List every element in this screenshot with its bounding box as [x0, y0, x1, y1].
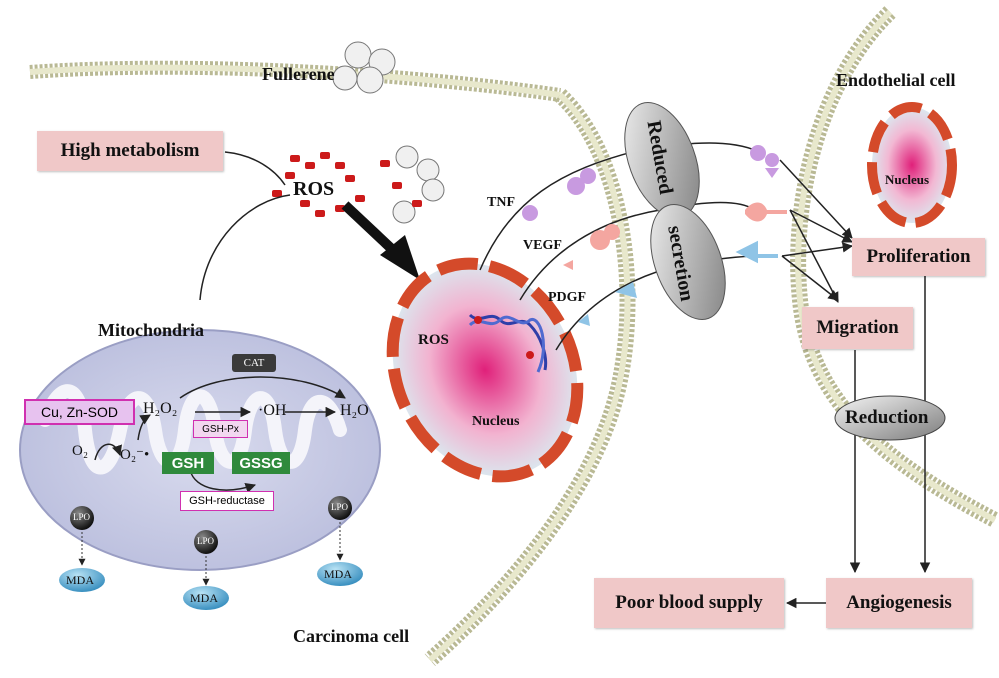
mitochondria-connector	[199, 194, 291, 301]
endothelial-cell-membrane	[790, 6, 999, 528]
tnf-ligand	[522, 145, 779, 221]
h2o-label: H₂O	[340, 402, 369, 419]
mda-node-2	[183, 586, 229, 610]
mda-node-3	[317, 562, 363, 586]
proliferation-label: Proliferation	[866, 246, 971, 267]
angiogenesis-box: Angiogenesis	[826, 578, 972, 628]
lpo-label-2: LPO	[197, 536, 215, 546]
o2-arrow	[94, 443, 122, 461]
high-metabolism-box: High metabolism	[37, 131, 223, 171]
gssg-label: GSSG	[239, 454, 283, 472]
lpo-label-3: LPO	[331, 502, 349, 512]
fullerene-label: Fullerene	[262, 64, 335, 84]
carcinoma-cell-label: Carcinoma cell	[293, 626, 410, 646]
fullerene-cluster-top	[332, 41, 396, 94]
mda-label-3: MDA	[324, 567, 353, 581]
dna-strand	[468, 313, 548, 373]
endothelial-cell-label: Endothelial cell	[836, 70, 956, 90]
lpo-node-3	[328, 496, 352, 520]
gsh-px-box: GSH-Px	[193, 420, 248, 438]
lpo-node-1	[70, 506, 94, 530]
carcinoma-cell-membrane	[424, 89, 636, 666]
migration-label: Migration	[816, 317, 899, 338]
high-metabolism-label: High metabolism	[60, 140, 200, 161]
pdgf-label: PDGF	[548, 290, 587, 305]
h2o2-label: H₂O₂	[143, 400, 178, 417]
o2-label: O₂	[72, 443, 89, 459]
gsh-label: GSH	[171, 454, 205, 472]
gsh-px-label: GSH-Px	[202, 423, 239, 435]
vegf-label: VEGF	[523, 238, 562, 253]
angiogenesis-label: Angiogenesis	[846, 592, 952, 613]
gsh-reductase-box: GSH-reductase	[180, 491, 274, 511]
carcinoma-nucleus	[386, 257, 584, 483]
gsh-cycle	[189, 469, 256, 493]
proliferation-box: Proliferation	[852, 238, 985, 276]
migration-box: Migration	[802, 307, 913, 349]
sod-label: Cu, Zn-SOD	[40, 404, 118, 420]
oh-label: ·OH	[258, 402, 287, 419]
ros-nucleus-label: ROS	[418, 332, 449, 348]
cat-arrow	[179, 376, 346, 399]
nucleus-endo-label: Nucleus	[885, 172, 930, 187]
secretion-pill	[650, 203, 726, 321]
ros-particles-top	[272, 152, 422, 217]
endothelial-nucleus	[867, 102, 957, 228]
reduction-label: Reduction	[845, 407, 929, 428]
superoxide-to-h2o2	[137, 414, 151, 441]
gsh-box: GSH	[162, 452, 214, 474]
sod-box: Cu, Zn-SOD	[24, 399, 135, 425]
tnf-label: TNF	[487, 195, 515, 210]
mitochondria-label: Mitochondria	[98, 320, 204, 340]
pdgf-ligand	[578, 240, 778, 326]
poor-blood-supply-label: Poor blood supply	[615, 592, 763, 613]
o2-radical-label: O₂⁻•	[120, 447, 150, 463]
poor-blood-supply-box: Poor blood supply	[594, 578, 784, 628]
mda-label-2: MDA	[190, 591, 219, 605]
ros-to-nucleus-arrow	[341, 201, 420, 280]
fullerene-cluster-mid	[392, 145, 445, 224]
mda-label-1: MDA	[66, 573, 95, 587]
nucleus-cancer-label: Nucleus	[472, 414, 520, 429]
cat-box: CAT	[232, 354, 276, 372]
gsh-reductase-label: GSH-reductase	[189, 495, 265, 507]
vegf-path	[519, 201, 756, 301]
metabolism-connector	[224, 151, 286, 186]
top-cell-membrane	[29, 60, 561, 102]
cat-label: CAT	[243, 357, 265, 369]
vegf-ligand	[563, 202, 787, 270]
gssg-box: GSSG	[232, 452, 290, 474]
reduction-ellipse	[834, 395, 946, 441]
mda-node-1	[59, 568, 105, 592]
ros-top-label: ROS	[293, 178, 335, 200]
lpo-node-2	[194, 530, 218, 554]
lpo-label-1: LPO	[73, 512, 91, 522]
